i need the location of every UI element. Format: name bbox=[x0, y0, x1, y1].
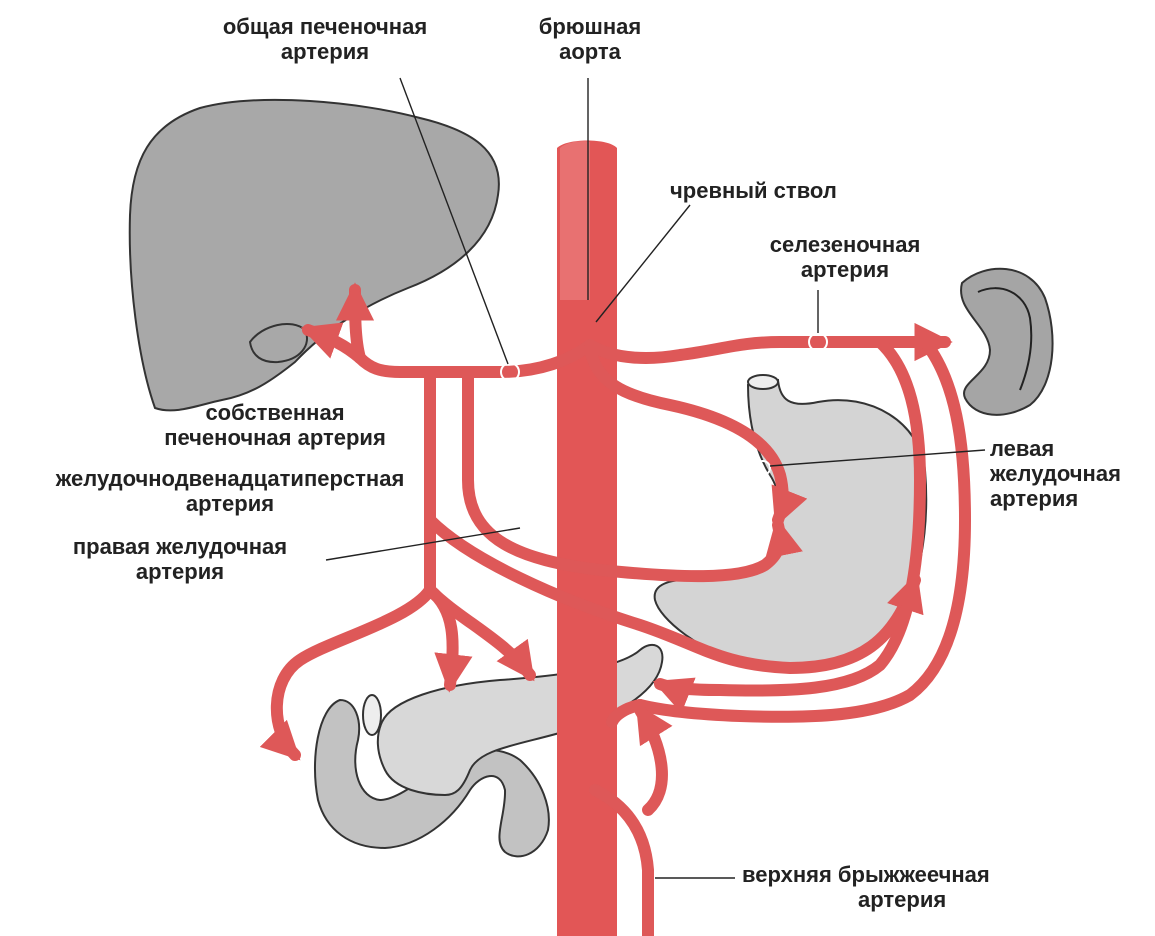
stomach-cardia-ring bbox=[748, 375, 778, 389]
liver bbox=[130, 100, 499, 411]
duodenum-ring bbox=[363, 695, 381, 735]
label-gastroduodenal-artery: желудочнодвенадцатиперстная артерия bbox=[10, 466, 450, 516]
sma-loop bbox=[640, 710, 662, 810]
aorta-highlight bbox=[560, 141, 590, 300]
label-proper-hepatic-artery: собственная печеночная артерия bbox=[140, 400, 410, 450]
common-hepatic-artery bbox=[360, 345, 590, 372]
label-common-hepatic-artery: общая печеночная артерия bbox=[190, 14, 460, 64]
label-celiac-trunk: чревный ствол bbox=[670, 178, 837, 203]
label-abdominal-aorta: брюшная аорта bbox=[520, 14, 660, 64]
label-left-gastric-artery: левая желудочная артерия bbox=[990, 436, 1121, 511]
label-splenic-artery: селезеночная артерия bbox=[740, 232, 950, 282]
right-gastric-artery bbox=[468, 372, 780, 576]
left-gastric-artery bbox=[590, 348, 783, 520]
label-right-gastric-artery: правая желудочная артерия bbox=[40, 534, 320, 584]
label-superior-mesenteric-artery: верхняя брыжжеечная артерия bbox=[742, 862, 990, 912]
gd-split-right bbox=[430, 590, 530, 675]
